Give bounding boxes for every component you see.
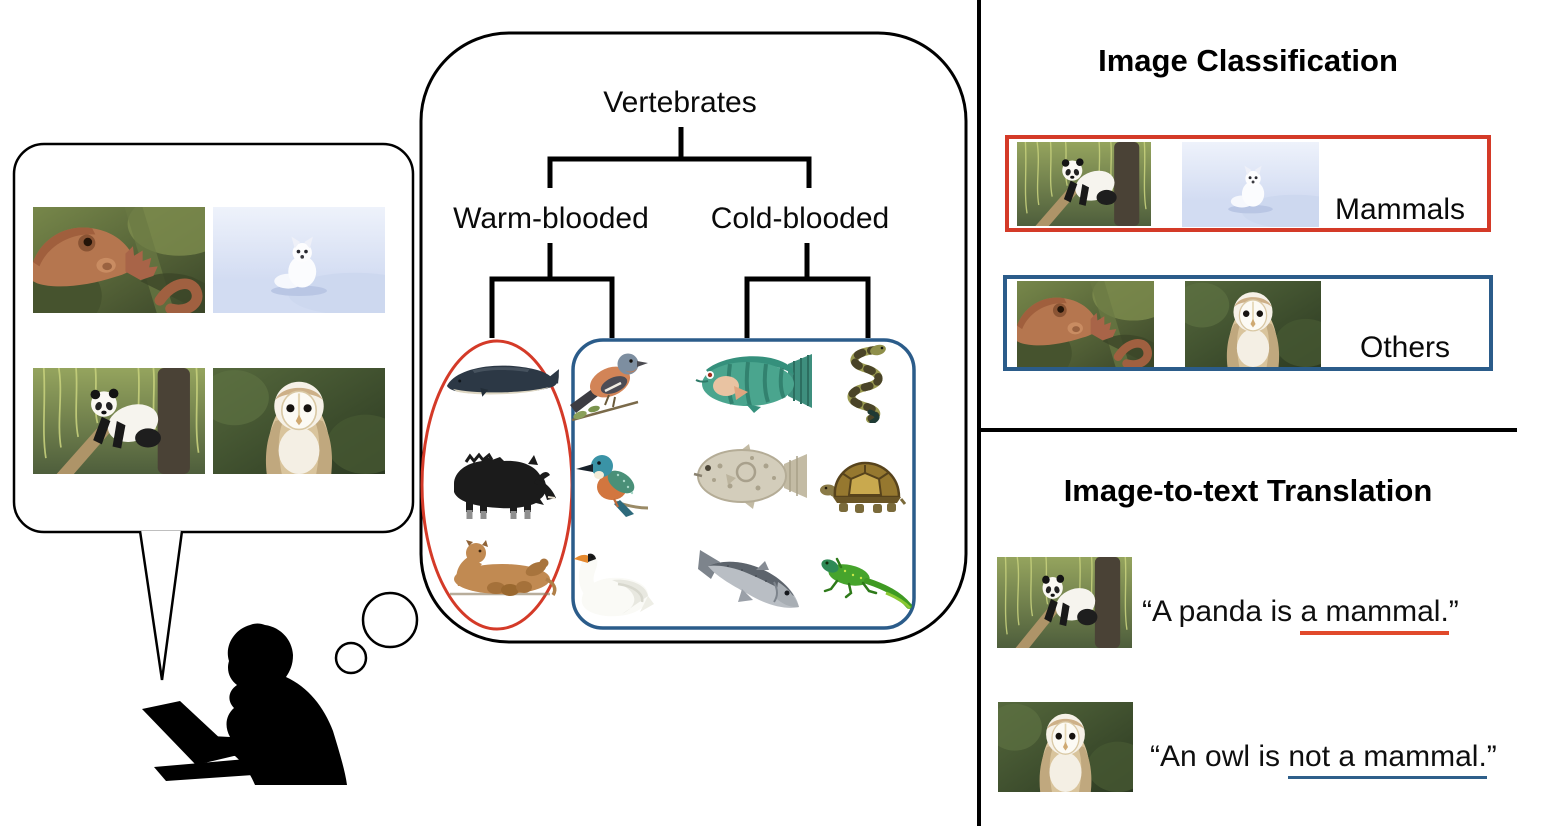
laptop-screen	[142, 701, 238, 765]
person-typing-on-laptop-silhouette	[142, 623, 347, 785]
pufferfish-illustration	[690, 444, 810, 509]
chaffinch-illustration	[564, 344, 654, 424]
snake-illustration	[832, 342, 892, 423]
laptop-base	[154, 757, 282, 781]
arctic-fox-photo	[213, 207, 385, 313]
panda-caption-prefix: “A panda is	[1142, 595, 1301, 628]
panda-caption: “A panda is a mammal.”	[1142, 594, 1459, 635]
panda-caption-underlined: a mammal.	[1300, 595, 1449, 635]
owl-photo	[998, 702, 1133, 792]
tree-root-label: Vertebrates	[603, 86, 757, 119]
owl-caption-underlined: not a mammal.	[1288, 740, 1487, 779]
whale-illustration	[443, 360, 561, 400]
blue-box-others-group	[571, 338, 916, 630]
lioness-with-cubs-illustration	[438, 538, 560, 600]
others-label: Others	[1359, 331, 1451, 364]
lizard-photo	[33, 207, 205, 313]
taxonomy-tree-lines	[489, 127, 871, 338]
arctic-fox-photo	[1182, 142, 1319, 227]
panda-caption-suffix: ”	[1448, 595, 1459, 628]
green-lizard-illustration	[818, 551, 912, 609]
panda-photo	[1017, 142, 1151, 226]
salmon-illustration	[698, 548, 804, 617]
kingfisher-illustration	[576, 444, 650, 521]
panda-photo	[33, 368, 205, 474]
owl-photo	[213, 368, 385, 474]
speech-bubble-tail	[138, 530, 184, 681]
horizontal-divider	[977, 428, 1517, 432]
tree-cold-blooded-label: Cold-blooded	[710, 202, 890, 235]
swan-illustration	[562, 540, 654, 620]
tree-warm-blooded-label: Warm-blooded	[453, 202, 649, 235]
image-to-text-translation-title: Image-to-text Translation	[1063, 473, 1433, 508]
boar-illustration	[440, 448, 564, 520]
owl-photo	[1185, 281, 1321, 367]
image-classification-title: Image Classification	[1098, 43, 1398, 78]
owl-caption-prefix: “An owl is	[1150, 740, 1289, 773]
tortoise-illustration	[818, 453, 906, 513]
lizard-photo	[1017, 281, 1154, 367]
owl-caption-suffix: ”	[1486, 740, 1497, 773]
panda-photo	[997, 557, 1132, 648]
vertical-divider	[977, 0, 981, 826]
mammals-label: Mammals	[1334, 193, 1465, 226]
thought-dot-small	[334, 641, 368, 675]
thought-dot-large	[361, 591, 419, 649]
owl-caption: “An owl is not a mammal.”	[1150, 739, 1497, 779]
wrasse-fish-illustration	[690, 348, 814, 414]
